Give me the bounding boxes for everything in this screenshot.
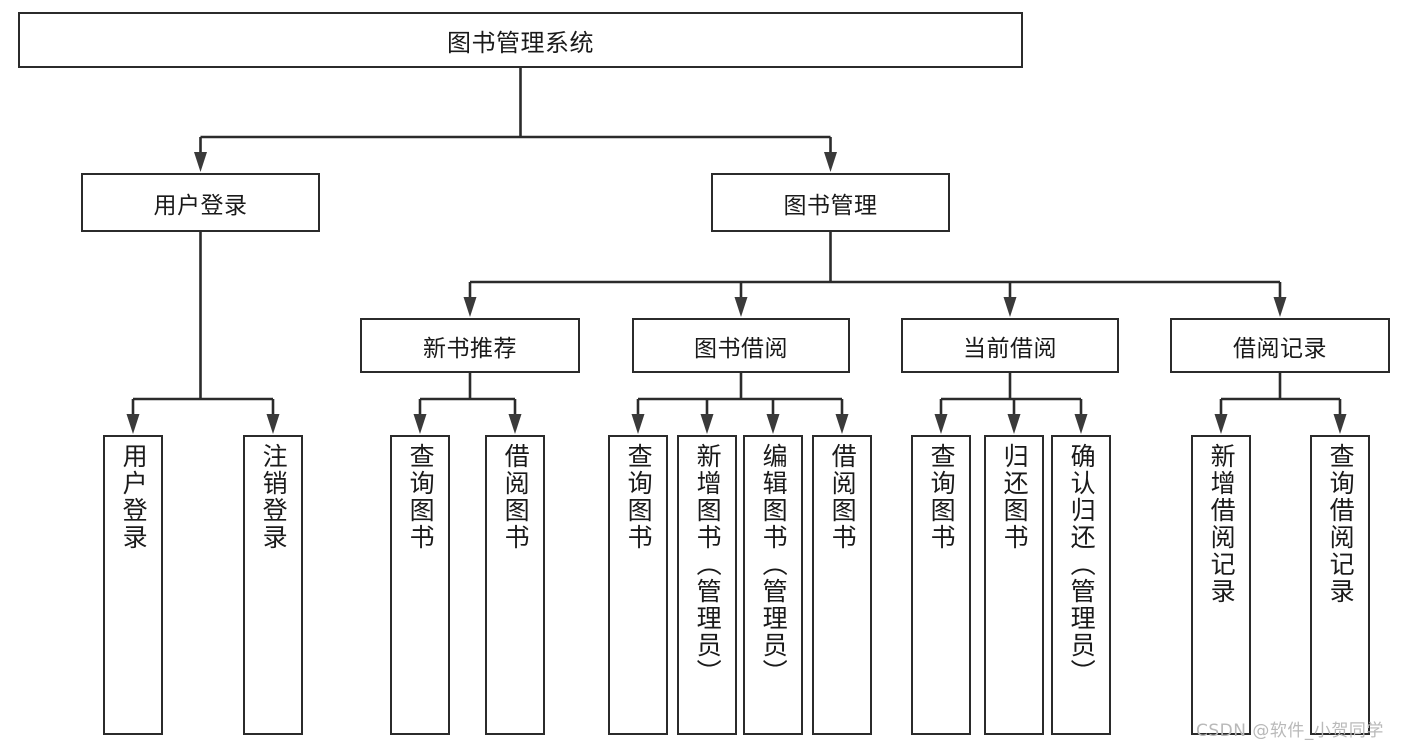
node-label: 图书管理系统 [447,28,594,57]
node-leaf-borrow-book-b[interactable]: 借阅图书 [812,435,872,735]
node-label: 图书借阅 [694,335,788,362]
node-label: 新增图书（管理员） [693,443,723,686]
node-book-borrow[interactable]: 图书借阅 [632,318,850,373]
node-label: 查询图书 [927,443,957,551]
connector-group-user-login [126,232,280,434]
node-leaf-user-login[interactable]: 用户登录 [103,435,163,735]
connector-group-book-borrow [631,373,849,434]
node-leaf-query-record[interactable]: 查询借阅记录 [1310,435,1370,735]
node-label: 当前借阅 [963,335,1057,362]
node-leaf-return-book[interactable]: 归还图书 [984,435,1044,735]
connector-group-borrow-record [1214,373,1347,434]
node-label: 新增借阅记录 [1207,443,1237,605]
node-label: 查询图书 [624,443,654,551]
node-label: 注销登录 [259,443,289,551]
connector-group-current-borrow [934,373,1088,434]
node-label: 查询借阅记录 [1326,443,1356,605]
node-label: 用户登录 [119,443,149,551]
node-new-book-rec[interactable]: 新书推荐 [360,318,580,373]
watermark-label: CSDN @软件_小贺同学 [1196,721,1384,741]
connector-group-root [194,68,837,172]
node-label: 编辑图书（管理员） [759,443,789,686]
node-leaf-borrow-book-a[interactable]: 借阅图书 [485,435,545,735]
node-current-borrow[interactable]: 当前借阅 [901,318,1119,373]
node-label: 确认归还（管理员） [1067,443,1097,686]
node-leaf-logout[interactable]: 注销登录 [243,435,303,735]
node-leaf-add-record[interactable]: 新增借阅记录 [1191,435,1251,735]
node-leaf-query-book-c[interactable]: 查询图书 [911,435,971,735]
node-leaf-query-book-a[interactable]: 查询图书 [390,435,450,735]
node-borrow-record[interactable]: 借阅记录 [1170,318,1390,373]
node-label: 借阅记录 [1233,335,1327,362]
node-book-manage[interactable]: 图书管理 [711,173,950,232]
node-label: 新书推荐 [423,335,517,362]
connector-group-new-book-rec [413,373,522,434]
node-leaf-confirm-return[interactable]: 确认归还（管理员） [1051,435,1111,735]
node-label: 用户登录 [153,192,248,219]
node-leaf-add-book[interactable]: 新增图书（管理员） [677,435,737,735]
node-label: 归还图书 [1000,443,1030,551]
node-label: 借阅图书 [501,443,531,551]
node-label: 图书管理 [783,192,878,219]
node-leaf-edit-book[interactable]: 编辑图书（管理员） [743,435,803,735]
node-root[interactable]: 图书管理系统 [18,12,1023,68]
node-user-login[interactable]: 用户登录 [81,173,320,232]
node-leaf-query-book-b[interactable]: 查询图书 [608,435,668,735]
node-label: 查询图书 [406,443,436,551]
node-label: 借阅图书 [828,443,858,551]
connector-group-book-manage [463,232,1287,317]
